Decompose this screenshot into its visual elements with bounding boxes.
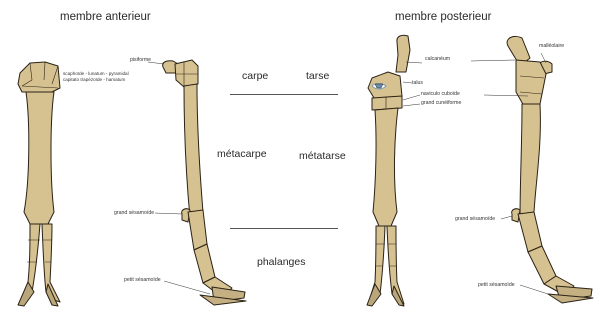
label-hind-grand-sesamoide: grand sésamoïde <box>455 216 495 222</box>
fore-limb-front-view <box>18 62 60 306</box>
phalanx-1-hind <box>518 212 542 252</box>
category-phalanges: phalanges <box>257 256 305 268</box>
category-metacarpe: métacarpe <box>217 148 267 160</box>
title-fore-limb: membre anterieur <box>60 11 151 23</box>
rule-carpe <box>230 94 338 95</box>
tarsal-bones-side <box>516 60 546 106</box>
label-grand-cuneiforme: grand cunéiforme <box>421 100 461 106</box>
category-carpe: carpe <box>242 70 268 82</box>
phalanx-1-side <box>188 210 207 250</box>
metatarsal-side <box>520 104 540 220</box>
carpal-bones-side <box>175 60 198 87</box>
category-metatarse: métatarse <box>299 150 346 162</box>
category-tarse: tarse <box>306 70 329 82</box>
label-talus: talus <box>412 80 423 86</box>
label-fore-petit-sesamoide: petit sésamoïde <box>124 277 161 283</box>
rule-metacarpe <box>230 228 338 229</box>
calcaneum-front <box>396 35 410 72</box>
label-pisiforme: pisiforme <box>130 57 151 63</box>
label-malleolaire: malléolaire <box>539 43 564 49</box>
phalanx-2-side <box>194 244 215 283</box>
label-hind-petit-sesamoide: petit sésamoïde <box>478 282 515 288</box>
hind-limb-front-view <box>367 35 410 306</box>
metatarsal-cannon-front <box>373 108 398 226</box>
fore-limb-side-view <box>163 60 246 305</box>
label-carpal-bones-line-2: capitato trapézoïde - hamatum <box>63 77 125 83</box>
metacarpal-cannon-front <box>24 92 54 224</box>
label-calcaneum: calcanéum <box>425 56 450 62</box>
title-hind-limb: membre posterieur <box>395 11 492 23</box>
label-naviculo-cuboide: naviculo cuboïde <box>421 91 460 97</box>
label-fore-grand-sesamoide: grand sésamoïde <box>114 210 154 216</box>
hind-limb-side-view <box>507 36 593 303</box>
metacarpal-side <box>184 84 203 218</box>
